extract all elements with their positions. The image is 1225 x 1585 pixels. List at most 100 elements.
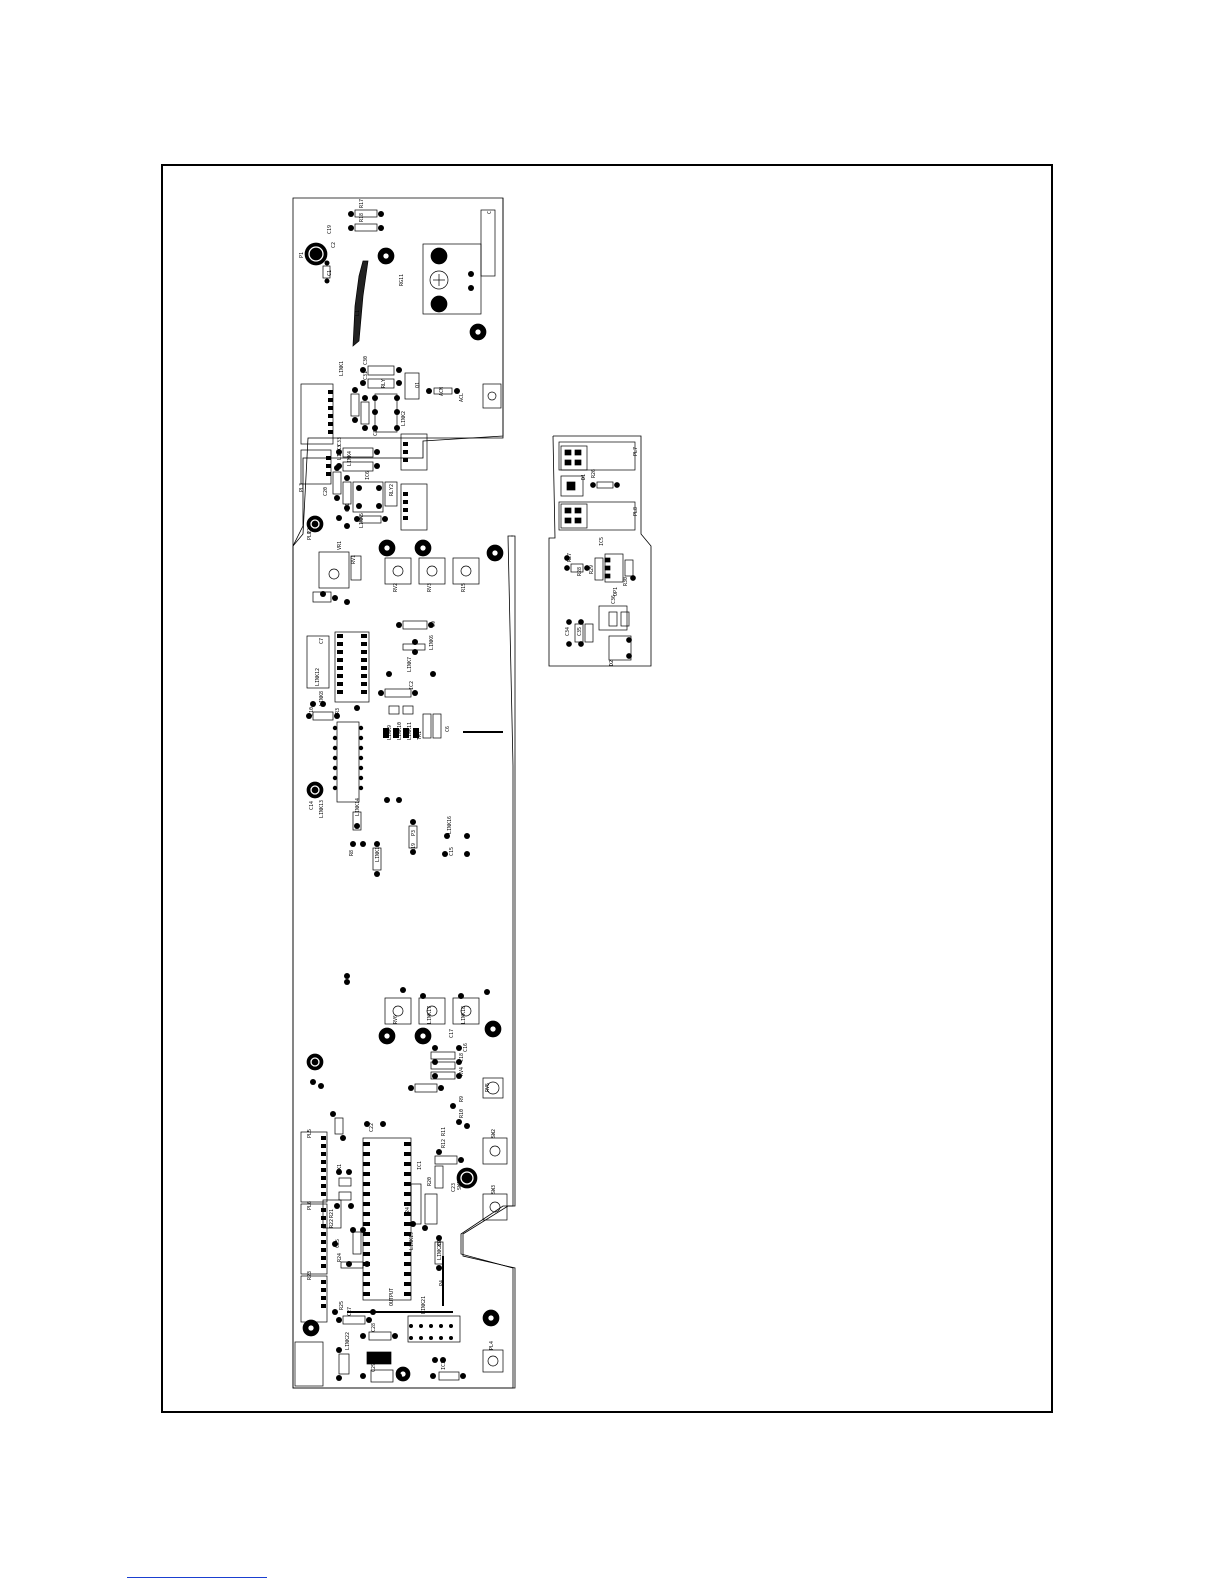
solder-pads [306, 211, 490, 1381]
silkscreen-label: C7 [319, 638, 325, 644]
silkscreen-label: R3 [335, 708, 341, 714]
silkscreen-label: LINK11 [407, 722, 413, 740]
silkscreen-label: C16 [463, 1043, 469, 1052]
silkscreen-label: SW2 [491, 1129, 497, 1138]
silkscreen-label: R9 [459, 1096, 465, 1102]
silkscreen-label: R19 [411, 843, 417, 852]
aux-silkscreen-label: R26 [591, 469, 597, 478]
silkscreen-label: LINK10 [397, 722, 403, 740]
silkscreen-label: C26 [437, 1237, 443, 1246]
silkscreen-label: C20 [323, 487, 329, 496]
silkscreen-label: RV2 [393, 583, 399, 592]
silkscreen-label: PL3 [299, 483, 305, 492]
silkscreen-label: C24 [405, 1207, 411, 1216]
aux-silkscreen-label: OP1 [613, 587, 619, 596]
silkscreen-label: IC2 [409, 681, 415, 690]
silkscreen-label: RLY2 [389, 484, 395, 496]
board-edge-right [292, 198, 516, 1389]
silkscreen-label: Q1 [415, 382, 421, 388]
aux-silkscreen-label: D1 [581, 474, 587, 480]
ic-pins [321, 390, 453, 1340]
silkscreen-label: RV1 [351, 555, 357, 564]
silkscreen-label: LINK14 [355, 798, 361, 816]
silkscreen-label: C29 [371, 1363, 377, 1372]
silkscreen-label: R11 [441, 1127, 447, 1136]
silkscreen-label: C6 [445, 726, 451, 732]
silkscreen-label: C18 [459, 1053, 465, 1062]
silkscreen-label: SW1 [457, 1181, 463, 1190]
silkscreen-label: X1 [337, 1164, 343, 1170]
silkscreen-label: PL4 [489, 1341, 495, 1350]
silkscreen-label: C28 [371, 1323, 377, 1332]
silkscreen-label: LINK3 [337, 445, 343, 460]
silkscreen-label: RV4 [459, 1067, 465, 1076]
silkscreen-label: LINK22 [345, 1332, 351, 1350]
silkscreen-label: C27 [347, 1307, 353, 1316]
aux-board-outline [548, 435, 652, 667]
silkscreen-label: LINK5 [359, 513, 365, 528]
silkscreen-label: C31 [363, 371, 369, 380]
silkscreen-label: PL1 [307, 531, 313, 540]
silkscreen-label: RV6 [393, 1015, 399, 1024]
silkscreen-label: LINK13 [319, 800, 325, 818]
silkscreen-label: C21 [345, 503, 351, 512]
silkscreen-label: R10 [459, 1109, 465, 1118]
silkscreen-label: LINK12 [315, 668, 321, 686]
aux-silkscreen-label: R27 [567, 553, 573, 562]
silkscreen-label: LINK18 [461, 1006, 467, 1024]
silkscreen-label: RLY [381, 379, 387, 388]
silkscreen-label: IC1 [417, 1161, 423, 1170]
silkscreen-label: L1 [355, 310, 361, 316]
silkscreen-label: P4 [439, 1280, 445, 1286]
silkscreen-label: C23 [451, 1183, 457, 1192]
silkscreen-label: VR1 [337, 541, 343, 550]
silkscreen-label: LINK16 [447, 816, 453, 834]
silkscreen-label: R15 [461, 583, 467, 592]
silkscreen-label: R8 [349, 850, 355, 856]
silkscreen-label: LINK15 [375, 844, 381, 862]
silkscreen-label: LINK20 [437, 1242, 443, 1260]
silkscreen-label: LINK9 [387, 725, 393, 740]
pcb-layout: R17R18C19C2P1C1RG11L1CACLACNC30C31LINK1Q… [292, 197, 652, 1389]
silkscreen-label: LINK17 [427, 1006, 433, 1024]
silkscreen-label: PL6 [307, 1201, 313, 1210]
silkscreen-label: R23 [307, 1271, 313, 1280]
silkscreen-label: LINK1 [339, 361, 345, 376]
silkscreen-label: C [487, 211, 493, 214]
silkscreen-label: C14 [309, 801, 315, 810]
footer-rule [127, 1577, 267, 1578]
silkscreen-label: IC3 [441, 1361, 447, 1370]
silkscreen-label: LINK4 [347, 451, 353, 466]
silkscreen-label: C30 [363, 356, 369, 365]
silkscreen-label: P1 [299, 252, 305, 258]
silkscreen-label: C1 [327, 270, 333, 276]
silkscreen-label: RG11 [399, 274, 405, 286]
component-labels: R17R18C19C2P1C1RG11L1CACLACNC30C31LINK1Q… [299, 199, 497, 1372]
silkscreen-label: C10 [309, 707, 315, 716]
silkscreen-label: R24 [337, 1253, 343, 1262]
silkscreen-label: ACN [439, 387, 445, 396]
aux-silkscreen-label: D2 [609, 660, 615, 666]
silkscreen-label: C2 [331, 242, 337, 248]
silkscreen-label: C33 [337, 437, 343, 446]
silkscreen-label: P2 [307, 528, 313, 534]
silkscreen-label: C32 [373, 427, 379, 436]
silkscreen-label: LINK7 [407, 657, 413, 672]
silkscreen-label: R18 [359, 213, 365, 222]
silkscreen-label: SW3 [491, 1185, 497, 1194]
silkscreen-label: TR1 [417, 731, 423, 740]
silkscreen-label: LINK21 [421, 1296, 427, 1314]
aux-silkscreen-label: C35 [577, 627, 583, 636]
silkscreen-label: IC6 [365, 471, 371, 480]
silkscreen-label: C17 [449, 1029, 455, 1038]
silkscreen-label: R17 [359, 199, 365, 208]
aux-silkscreen-label: C36 [611, 595, 617, 604]
silkscreen-label: RV3 [427, 583, 433, 592]
silkscreen-label: R25 [339, 1301, 345, 1310]
aux-silkscreen-label: PL7 [633, 447, 639, 456]
aux-components [558, 441, 636, 661]
silkscreen-label: C9 [431, 621, 437, 627]
silkscreen-label: LINK6 [429, 635, 435, 650]
